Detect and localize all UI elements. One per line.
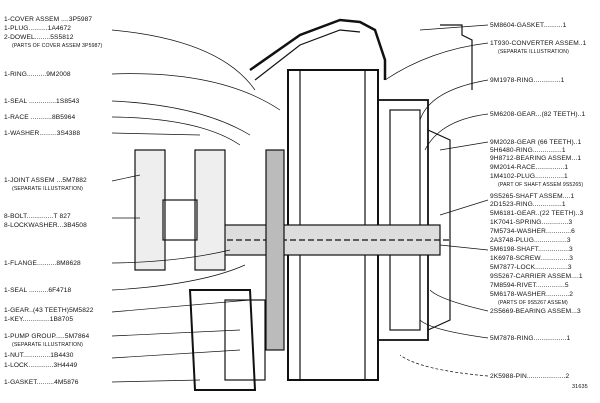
- left-part-label: 1-SEAL ..........6F4718: [4, 287, 72, 294]
- right-part-label: 2K5988-PIN....................2: [490, 373, 570, 380]
- right-part-label: 5M8604-GASKET..........1: [490, 22, 567, 29]
- right-part-label: 5M7878-RING.................1: [490, 335, 571, 342]
- right-part-label: 9S5265-SHAFT ASSEM....1: [490, 193, 575, 200]
- left-part-label: 1-GASKET.........4M5876: [4, 379, 79, 386]
- right-part-label: 7M5734-WASHER.............6: [490, 228, 575, 235]
- right-part-label: 9M2028-GEAR (66 TEETH)..1: [490, 139, 582, 146]
- right-part-label: 5M6181-GEAR..(22 TEETH)..3: [490, 210, 584, 217]
- right-part-label: 5M6198-SHAFT................3: [490, 246, 573, 253]
- left-part-label: 1-RACE ...........8B5964: [4, 114, 76, 121]
- left-part-label: 1-RING..........9M2008: [4, 71, 71, 78]
- right-part-label: 9H8712-BEARING ASSEM...1: [490, 155, 582, 162]
- left-part-label: (PARTS OF COVER ASSEM 3P5987): [12, 43, 103, 49]
- left-part-label: 1-COVER ASSEM ....3P5987: [4, 16, 93, 23]
- left-part-label: 8-LOCKWASHER...3B4508: [4, 222, 87, 229]
- right-part-label: 1K6978-SCREW...............3: [490, 255, 574, 262]
- leader-lines: [111, 24, 489, 383]
- right-part-label: 2D1523-RING...............1: [490, 201, 566, 208]
- left-part-label: 1-LOCK.............3H4449: [4, 362, 78, 369]
- left-part-label: 1-FLANGE..........8M8628: [4, 260, 81, 267]
- left-part-label: (SEPARATE ILLUSTRATION): [12, 186, 83, 192]
- left-part-label: 8-BOLT..............T 827: [4, 213, 71, 220]
- left-part-label: 1-JOINT ASSEM ...5M7882: [4, 177, 87, 184]
- left-part-label: 1-NUT..............1B4430: [4, 352, 74, 359]
- right-part-label: 5M7877-LOCK.................3: [490, 264, 572, 271]
- left-part-label: 1-WASHER.........3S4388: [4, 130, 81, 137]
- drawing-number: 31635: [572, 384, 588, 390]
- right-part-label: 1M4102-PLUG...............1: [490, 173, 568, 180]
- right-part-label: 1K7041-SPRING..............3: [490, 219, 573, 226]
- right-part-label: 9S5267-CARRIER ASSEM....1: [490, 273, 583, 280]
- right-part-label: 2S5669-BEARING ASSEM...3: [490, 308, 581, 315]
- left-part-label: 1-GEAR..(43 TEETH)5M5822: [4, 307, 94, 314]
- left-part-label: 1-SEAL ..............1S8543: [4, 98, 80, 105]
- right-part-label: 9M1978-RING..............1: [490, 77, 565, 84]
- right-part-label: (PARTS OF 9S5267 ASSEM): [498, 300, 568, 306]
- left-part-label: 1-KEY..............1B8705: [4, 316, 74, 323]
- right-part-label: (SEPARATE ILLUSTRATION): [498, 49, 569, 55]
- right-part-label: (PART OF SHAFT ASSEM 9S5265): [498, 182, 584, 188]
- right-part-label: 1T930-CONVERTER ASSEM..1: [490, 40, 587, 47]
- right-part-label: 5H6480-RING...............1: [490, 147, 566, 154]
- right-part-label: 5M6208-GEAR...(82 TEETH)..1: [490, 111, 586, 118]
- right-part-label: 7M8594-RIVET...............5: [490, 282, 569, 289]
- left-part-label: 2-DOWEL........5S5812: [4, 34, 74, 41]
- left-part-label: 1-PLUG..........1A4672: [4, 25, 72, 32]
- left-part-label: (SEPARATE ILLUSTRATION): [12, 342, 83, 348]
- right-part-label: 5M6178-WASHER............2: [490, 291, 573, 298]
- left-part-label: 1-PUMP GROUP.....5M7864: [4, 333, 90, 340]
- right-part-label: 2A3748-PLUG.................3: [490, 237, 571, 244]
- right-part-label: 9M2014-RACE...............1: [490, 164, 569, 171]
